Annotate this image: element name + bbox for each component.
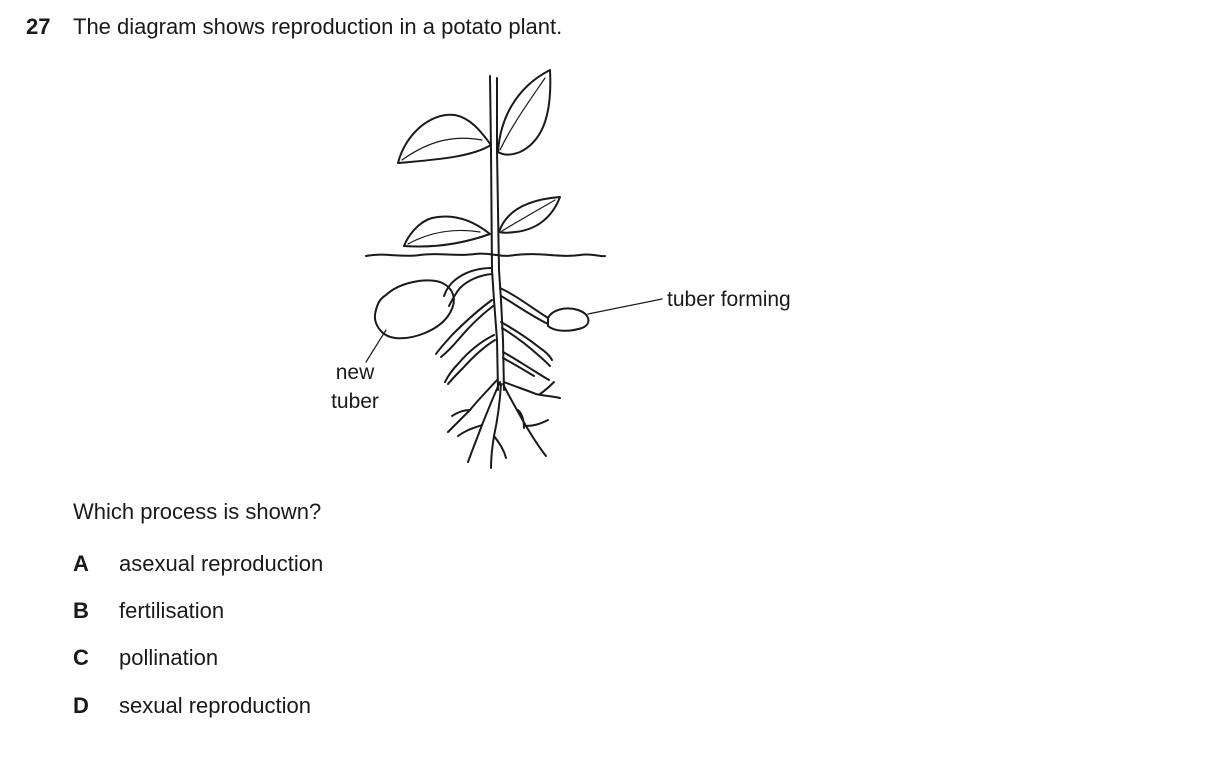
option-letter: A xyxy=(73,551,89,576)
question-stem: The diagram shows reproduction in a pota… xyxy=(73,14,563,39)
option-text: pollination xyxy=(119,645,219,670)
soil-line xyxy=(365,252,606,258)
option-letter: B xyxy=(73,598,89,623)
option-letter: C xyxy=(73,645,89,670)
option-text: asexual reproduction xyxy=(119,551,324,576)
new-tuber xyxy=(374,279,455,340)
label-new-tuber-line1: new xyxy=(335,361,375,384)
leaf xyxy=(403,215,491,248)
option-letter: D xyxy=(73,693,89,718)
label-new-tuber: new tuber xyxy=(318,358,392,416)
label-tuber-forming: tuber forming xyxy=(667,288,791,311)
leaf xyxy=(498,196,561,234)
label-new-tuber-line2: tuber xyxy=(331,390,379,413)
question-prompt: Which process is shown? xyxy=(73,499,322,524)
leaf xyxy=(397,113,492,164)
tuber-forming xyxy=(547,307,590,332)
question-number: 27 xyxy=(26,14,51,39)
leaf xyxy=(497,69,552,156)
leader-line-new-tuber xyxy=(365,329,387,363)
option-text: sexual reproduction xyxy=(119,693,312,718)
option-text: fertilisation xyxy=(119,598,225,623)
leader-line-tuber-forming xyxy=(587,298,663,315)
stem xyxy=(489,75,499,391)
